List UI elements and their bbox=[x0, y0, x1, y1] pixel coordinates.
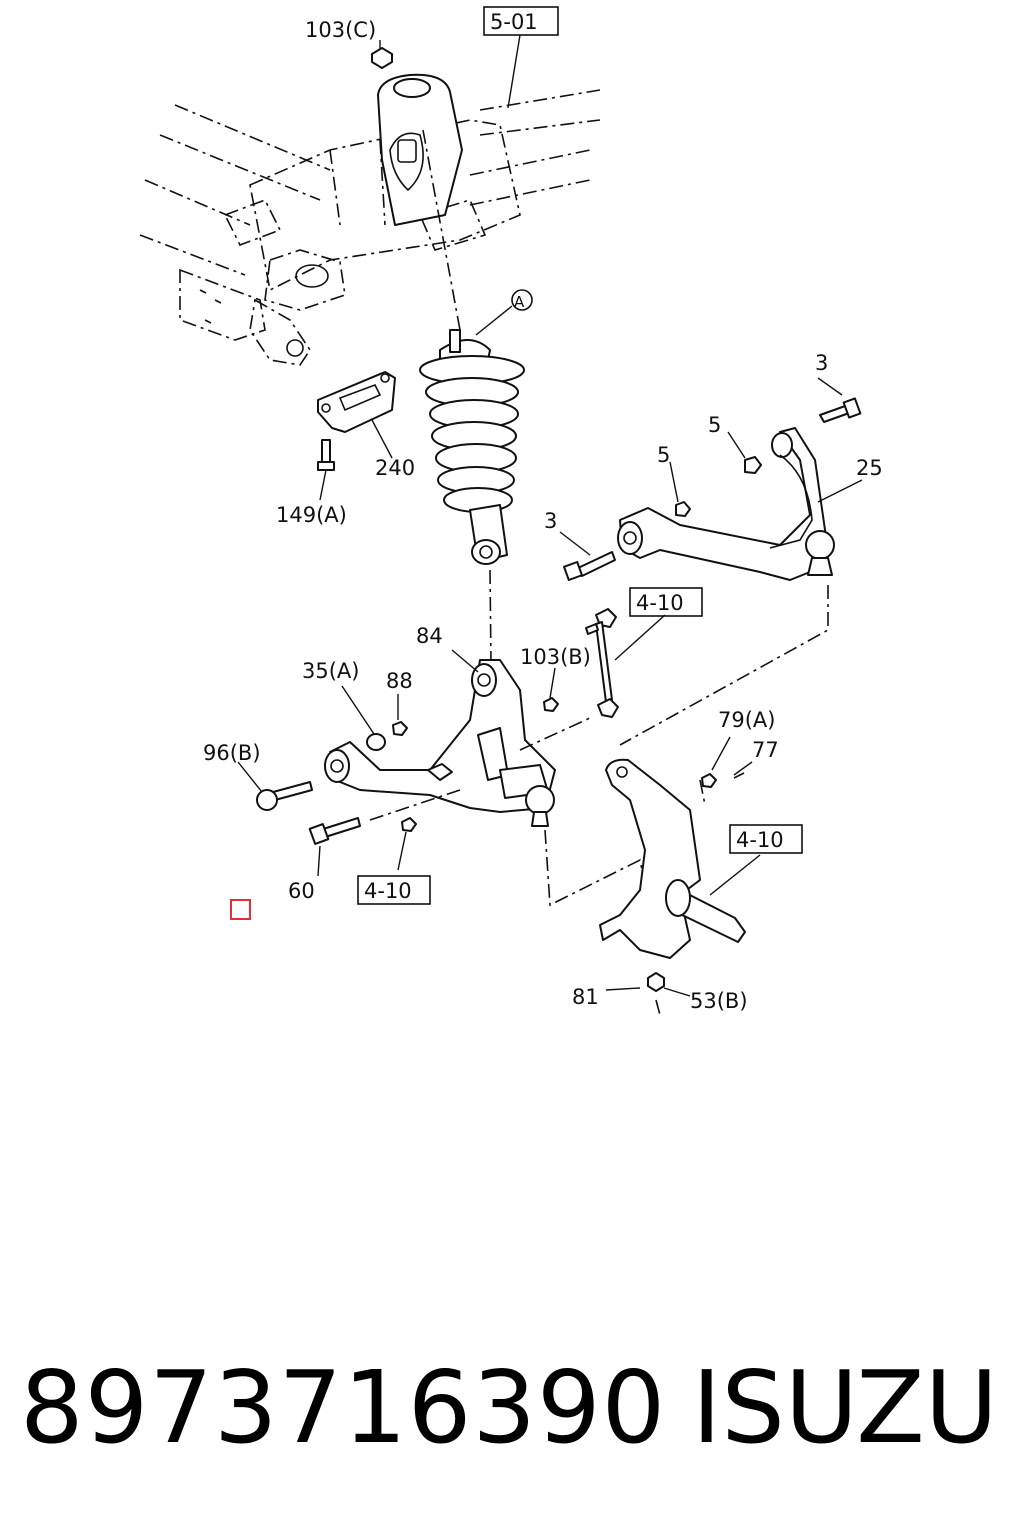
brand-name: ISUZU bbox=[691, 1349, 998, 1466]
callout-410-c: 4-10 bbox=[364, 879, 412, 903]
lower-control-arm bbox=[237, 649, 643, 907]
bump-stop-bracket bbox=[317, 371, 396, 501]
callout-3-top: 3 bbox=[815, 351, 828, 375]
box-410a bbox=[629, 587, 703, 617]
callout-3-left: 3 bbox=[544, 509, 557, 533]
callout-60: 60 bbox=[288, 879, 315, 903]
callout-53b: 53(B) bbox=[690, 989, 748, 1013]
footer-caption: 8973716390 ISUZU bbox=[0, 1348, 1024, 1468]
callout-149a: 149(A) bbox=[276, 503, 347, 527]
box-410b bbox=[729, 824, 803, 854]
callout-81: 81 bbox=[572, 985, 599, 1009]
callout-84: 84 bbox=[416, 624, 443, 648]
callout-25: 25 bbox=[856, 456, 883, 480]
highlight-marker bbox=[230, 899, 251, 920]
box-501 bbox=[483, 6, 559, 36]
callout-410-a: 4-10 bbox=[636, 591, 684, 615]
box-410c bbox=[357, 875, 431, 905]
coil-spring-shock bbox=[419, 129, 533, 761]
leader-501 bbox=[507, 34, 521, 109]
frame-crossmember bbox=[139, 89, 601, 366]
callout-5-b: 5 bbox=[657, 443, 670, 467]
callout-35a: 35(A) bbox=[302, 659, 359, 683]
steering-knuckle bbox=[599, 736, 761, 1016]
callout-410-b: 4-10 bbox=[736, 828, 784, 852]
part-number: 8973716390 bbox=[20, 1349, 667, 1466]
callout-88: 88 bbox=[386, 669, 413, 693]
upper-shock-mount bbox=[371, 47, 463, 226]
callout-96b: 96(B) bbox=[203, 741, 261, 765]
suspension-exploded-diagram: 103(C) 5-01 A 240 149(A) 3 5 5 25 3 4-10… bbox=[139, 6, 883, 1016]
callout-5-a: 5 bbox=[708, 413, 721, 437]
callout-103b: 103(B) bbox=[520, 645, 591, 669]
upper-control-arm bbox=[559, 377, 863, 746]
stabilizer-link bbox=[543, 608, 666, 718]
callout-A: A bbox=[514, 293, 525, 311]
callout-77: 77 bbox=[752, 738, 779, 762]
callout-79a: 79(A) bbox=[718, 708, 775, 732]
callout-501: 5-01 bbox=[490, 10, 538, 34]
callout-240: 240 bbox=[375, 456, 415, 480]
callout-103c: 103(C) bbox=[305, 18, 376, 42]
